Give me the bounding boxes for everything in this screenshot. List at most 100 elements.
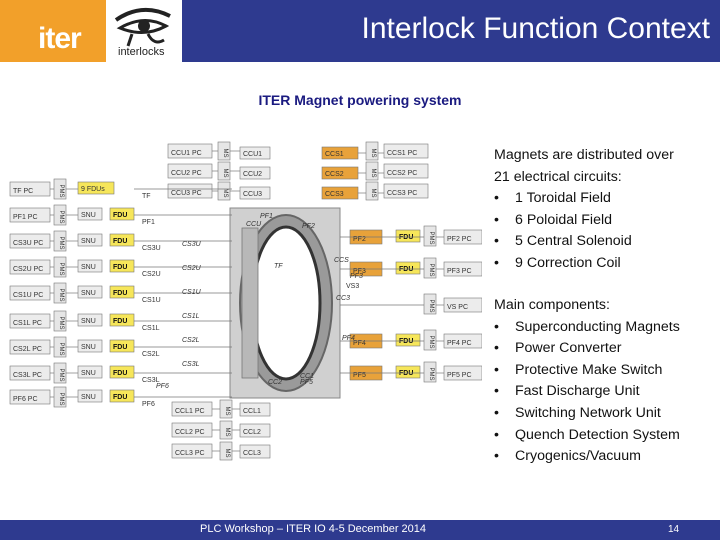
- snu-5-label: SNU: [81, 290, 96, 297]
- left-pms-9-label: PMS: [58, 392, 64, 405]
- ccu-coil-1-label: CCU1: [243, 151, 262, 158]
- slide-title: Interlock Function Context: [361, 12, 710, 45]
- right-pc-3-label: VS PC: [447, 304, 468, 311]
- footer-text: PLC Workshop – ITER IO 4-5 December 2014: [200, 523, 427, 535]
- ccs-ms-1-label: MS: [370, 149, 376, 158]
- inner-label-10: CC1: [300, 373, 314, 380]
- ccu-ms-1-label: MS: [222, 149, 228, 158]
- right-pms-1: [423, 225, 437, 247]
- right-pms-3-label: PMS: [428, 299, 434, 312]
- left-coil-label-8: CS3L: [142, 377, 160, 384]
- snu-8: [77, 365, 103, 379]
- fdu-left-5-label: FDU: [113, 290, 127, 297]
- interlocks-logo: interlocks: [108, 4, 180, 60]
- component-item: Switching Network Unit: [494, 403, 716, 425]
- diagram-subtitle: ITER Magnet powering system: [258, 92, 462, 108]
- ccl-coil-1-label: CCL1: [243, 408, 261, 415]
- inner-label-15: PF3: [350, 273, 363, 280]
- component-item: Cryogenics/Vacuum: [494, 446, 716, 468]
- ccl-pc-1-label: CCL1 PC: [175, 408, 205, 415]
- left-pms-4-label: PMS: [58, 262, 64, 275]
- circuits-intro-line2: 21 electrical circuits:: [494, 168, 622, 185]
- component-item: Protective Make Switch: [494, 360, 716, 382]
- fdu-left-3-label: FDU: [113, 238, 127, 245]
- right-pc-1-label: PF2 PC: [447, 236, 472, 243]
- torus-inner: [250, 225, 322, 381]
- ccs-pc-1: [383, 143, 429, 159]
- circuit-item: 6 Poloidal Field: [494, 210, 716, 232]
- left-pc-4-label: CS2U PC: [13, 266, 43, 273]
- ccs-coil-2-label: CCS2: [325, 171, 344, 178]
- ccu-pc-2-label: CCU2 PC: [171, 170, 202, 177]
- ccu-coil-2-label: CCU2: [243, 171, 262, 178]
- ccs-ms-1: [365, 141, 379, 161]
- ccu-pc-3-label: CCU3 PC: [171, 190, 202, 197]
- ccs-pc-2-label: CCS2 PC: [387, 170, 417, 177]
- right-coil-5-label: PF5: [353, 372, 366, 379]
- right-pms-4-label: PMS: [428, 335, 434, 348]
- left-pc-1-label: TF PC: [13, 188, 33, 195]
- snu-3: [77, 233, 103, 247]
- snu-5: [77, 285, 103, 299]
- ccu-coil-1: [239, 146, 271, 160]
- ccs-ms-3-label: MS: [370, 189, 376, 198]
- ccu-coil-3: [239, 186, 271, 200]
- fdu-left-8-label: FDU: [113, 370, 127, 377]
- fdu-left-2-label: FDU: [113, 212, 127, 219]
- ccl-ms-2-label: MS: [224, 428, 230, 437]
- inner-label-2: CS3U: [182, 241, 202, 248]
- snu-2: [77, 207, 103, 221]
- ccs-coil-3-label: CCS3: [325, 191, 344, 198]
- snu-7-label: SNU: [81, 344, 96, 351]
- fdu-right-2-label: FDU: [399, 266, 413, 273]
- fdu-left-3: [109, 233, 135, 247]
- iter-logo-text: iter: [38, 22, 82, 55]
- ccu-ms-3-label: MS: [222, 189, 228, 198]
- snu-8-label: SNU: [81, 370, 96, 377]
- snu-2-label: SNU: [81, 212, 96, 219]
- slide-header: iter interlocks Interlock Function Conte…: [0, 0, 720, 62]
- fdu-left-6: [109, 313, 135, 327]
- inner-label-13: PF1: [260, 213, 273, 220]
- left-pc-6-label: CS1L PC: [13, 320, 42, 327]
- right-pms-3: [423, 293, 437, 315]
- left-coil-label-7: CS2L: [142, 351, 160, 358]
- fdu-left-4: [109, 259, 135, 273]
- left-pms-5-label: PMS: [58, 288, 64, 301]
- ccl-coil-3: [239, 444, 271, 459]
- ccl-coil-1: [239, 402, 271, 417]
- left-pms-1-label: PMS: [58, 184, 64, 197]
- circuits-text: Magnets are distributed over 21 electric…: [494, 145, 716, 275]
- left-coil-label-9: PF6: [142, 401, 155, 408]
- component-item: Superconducting Magnets: [494, 317, 716, 339]
- ccu-coil-2: [239, 166, 271, 180]
- interlocks-logo-text: interlocks: [118, 46, 165, 58]
- fdu-right-1: [395, 229, 421, 243]
- snu-7: [77, 339, 103, 353]
- ccs-ms-2: [365, 161, 379, 181]
- fdu-left-4-label: FDU: [113, 264, 127, 271]
- snu-9-label: SNU: [81, 394, 96, 401]
- fdu-left-6-label: FDU: [113, 318, 127, 325]
- fdu-right-4: [395, 333, 421, 347]
- right-pc-5-label: PF5 PC: [447, 372, 472, 379]
- component-item: Fast Discharge Unit: [494, 381, 716, 403]
- inner-label-12: CC3: [336, 295, 350, 302]
- component-item: Power Converter: [494, 338, 716, 360]
- ccs-pc-2: [383, 163, 429, 179]
- ccl-coil-2-label: CCL2: [243, 429, 261, 436]
- fdu-left-9-label: FDU: [113, 394, 127, 401]
- ccu-coil-3-label: CCU3: [243, 191, 262, 198]
- fdu-left-7-label: FDU: [113, 344, 127, 351]
- inner-label-11: CC2: [268, 379, 282, 386]
- fdu-right-5: [395, 365, 421, 379]
- right-pms-2-label: PMS: [428, 263, 434, 276]
- right-pms-1-label: PMS: [428, 231, 434, 244]
- right-pms-4: [423, 329, 437, 351]
- left-coil-label-4: CS2U: [142, 271, 161, 278]
- right-pc-2-label: PF3 PC: [447, 268, 472, 275]
- inner-label-5: CS1L: [182, 313, 200, 320]
- fdu-right-2: [395, 261, 421, 275]
- right-pms-5-label: PMS: [428, 367, 434, 380]
- components-text: Main components: Superconducting Magnets…: [494, 295, 716, 468]
